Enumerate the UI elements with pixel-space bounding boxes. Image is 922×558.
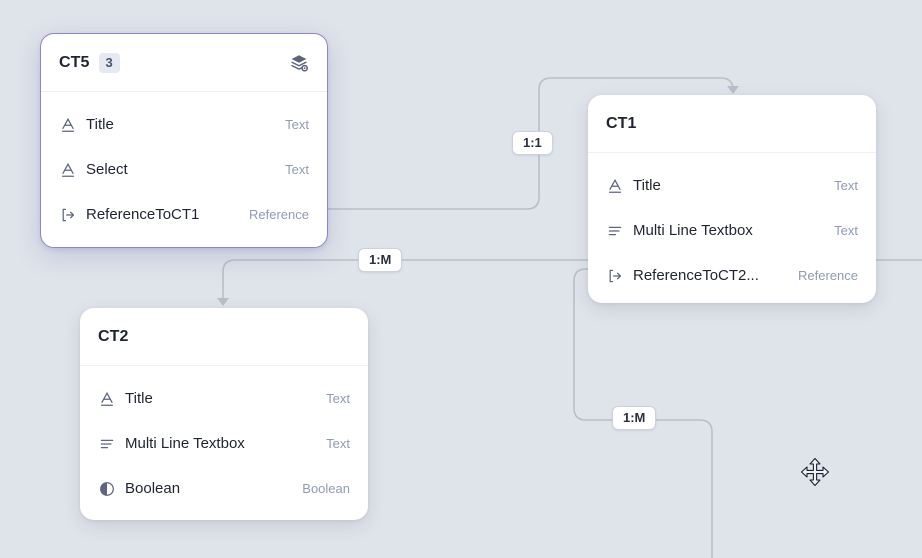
entity-badge: 3 xyxy=(98,52,120,73)
entity-field-type: Text xyxy=(285,117,309,132)
entity-field-type: Text xyxy=(326,436,350,451)
edge-ct5-to-ct1-arrowhead xyxy=(727,86,739,94)
entity-field-row[interactable]: ReferenceToCT1 Reference xyxy=(41,192,327,237)
entity-card-header: CT2 xyxy=(80,308,368,366)
entity-field-type: Text xyxy=(326,391,350,406)
entity-title: CT1 xyxy=(606,114,637,132)
boolean-field-icon xyxy=(98,480,116,498)
entity-field-row[interactable]: Select Text xyxy=(41,147,327,192)
entity-field-row[interactable]: Multi Line Textbox Text xyxy=(80,421,368,466)
entity-field-name: Title xyxy=(633,177,661,194)
entity-field-name: ReferenceToCT2... xyxy=(633,267,759,284)
entity-field-name: Multi Line Textbox xyxy=(633,222,753,239)
entity-field-name: ReferenceToCT1 xyxy=(86,206,200,223)
entity-field-name: Boolean xyxy=(125,480,181,497)
entity-field-type: Reference xyxy=(249,207,309,222)
entity-card-header: CT1 xyxy=(588,95,876,153)
entity-field-type: Text xyxy=(834,223,858,238)
entity-title: CT5 xyxy=(59,53,90,71)
entity-field-row[interactable]: Multi Line Textbox Text xyxy=(588,208,876,253)
entity-field-row[interactable]: Boolean Boolean xyxy=(80,466,368,511)
entity-card-header: CT5 3 xyxy=(41,34,327,92)
reference-field-icon xyxy=(59,206,77,224)
move-cursor xyxy=(800,457,830,487)
entity-field-name: Title xyxy=(125,390,153,407)
relationship-chip-ct5-ct2[interactable]: 1:M xyxy=(358,248,403,272)
entity-field-type: Text xyxy=(285,162,309,177)
text-field-icon xyxy=(606,177,624,195)
edge-ct5-to-ct2-arrowhead xyxy=(217,298,229,306)
text-field-icon xyxy=(59,161,77,179)
text-field-icon xyxy=(59,116,77,134)
entity-field-list: Title Text Multi Line Textbox Text xyxy=(80,366,368,525)
text-field-icon xyxy=(98,390,116,408)
layers-eye-icon[interactable] xyxy=(289,53,309,73)
entity-field-row[interactable]: Title Text xyxy=(41,102,327,147)
entity-field-row[interactable]: Title Text xyxy=(80,376,368,421)
multiline-field-icon xyxy=(606,222,624,240)
entity-field-list: Title Text Select Text xyxy=(41,92,327,251)
entity-field-type: Text xyxy=(834,178,858,193)
entity-field-name: Multi Line Textbox xyxy=(125,435,245,452)
relationship-chip-ct1-downstream[interactable]: 1:M xyxy=(612,406,657,430)
entity-field-name: Title xyxy=(86,116,114,133)
entity-field-type: Boolean xyxy=(302,481,350,496)
reference-field-icon xyxy=(606,267,624,285)
entity-field-row[interactable]: Title Text xyxy=(588,163,876,208)
entity-field-type: Reference xyxy=(798,268,858,283)
entity-card-ct1[interactable]: CT1 Title Text xyxy=(588,95,876,303)
entity-field-row[interactable]: ReferenceToCT2... Reference xyxy=(588,253,876,298)
entity-field-list: Title Text Multi Line Textbox Text xyxy=(588,153,876,312)
relationship-chip-ct5-ct1[interactable]: 1:1 xyxy=(512,131,553,155)
entity-field-name: Select xyxy=(86,161,128,178)
entity-card-ct2[interactable]: CT2 Title Text xyxy=(80,308,368,520)
multiline-field-icon xyxy=(98,435,116,453)
entity-card-ct5[interactable]: CT5 3 xyxy=(40,33,328,248)
entity-title: CT2 xyxy=(98,327,129,345)
